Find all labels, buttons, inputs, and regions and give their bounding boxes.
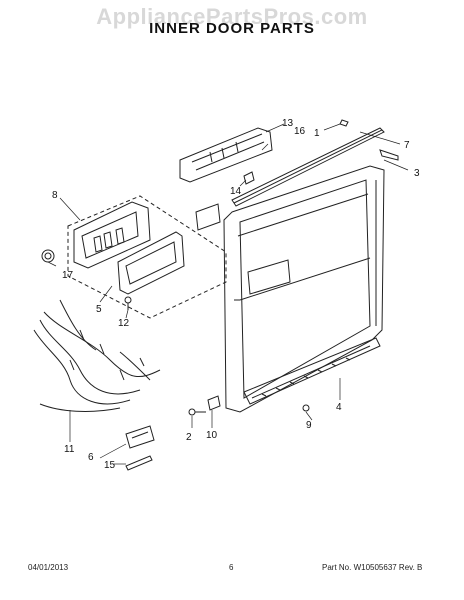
label-plate — [195, 203, 221, 231]
latch-assembly — [179, 127, 273, 185]
callout-labels: 1 2 3 4 5 6 7 8 9 10 11 12 13 14 15 16 1… — [52, 118, 420, 471]
footer-part-number: Part No. W10505637 Rev. B — [322, 563, 423, 572]
callout-9: 9 — [306, 420, 312, 431]
screw-2 — [188, 408, 206, 416]
housing-outline — [67, 195, 227, 319]
callout-15: 15 — [104, 460, 116, 471]
screw-12 — [124, 296, 132, 310]
leader-lines — [47, 123, 409, 465]
callout-17: 17 — [62, 270, 74, 281]
sensor-strip — [125, 455, 153, 471]
side-trim — [379, 149, 399, 161]
clip-10 — [207, 395, 221, 411]
callout-13: 13 — [282, 118, 294, 129]
callout-2: 2 — [186, 432, 192, 443]
page-title: INNER DOOR PARTS — [149, 20, 315, 37]
footer-date: 04/01/2013 — [28, 563, 69, 572]
screw-1 — [339, 119, 349, 127]
top-gasket-strip — [231, 127, 385, 207]
callout-4: 4 — [336, 402, 342, 413]
callout-10: 10 — [206, 430, 218, 441]
callout-16: 16 — [294, 126, 306, 137]
footer-page-number: 6 — [229, 563, 234, 572]
callout-1: 1 — [314, 128, 320, 139]
callout-3: 3 — [414, 168, 420, 179]
watermark: AppliancePartsPros.com — [96, 4, 368, 29]
callout-12: 12 — [118, 318, 130, 329]
callout-5: 5 — [96, 304, 102, 315]
callout-8: 8 — [52, 190, 58, 201]
callout-7: 7 — [404, 140, 410, 151]
control-panel-assembly — [73, 201, 151, 269]
selector-knob — [41, 249, 55, 263]
control-bezel — [117, 231, 185, 295]
callout-14: 14 — [230, 186, 242, 197]
bottom-vent-strip — [243, 337, 381, 405]
callout-11: 11 — [64, 444, 75, 455]
screw-9 — [302, 404, 310, 412]
wire-connector — [125, 425, 155, 449]
callout-6: 6 — [88, 452, 94, 463]
wire-harness — [33, 299, 161, 412]
